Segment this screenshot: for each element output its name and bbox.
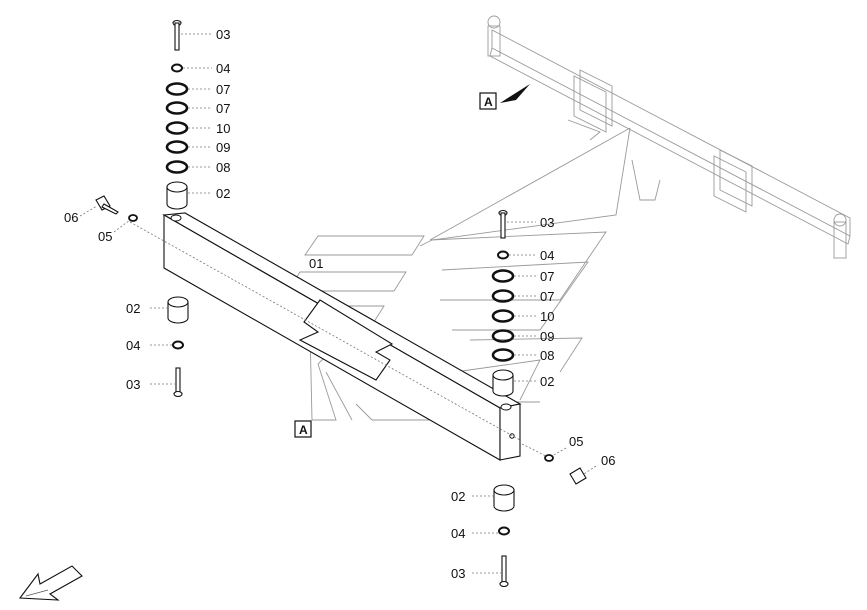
label-02-top-left: 02 [216, 186, 230, 201]
label-01-beam: 01 [309, 256, 323, 271]
label-03-top-right: 03 [540, 215, 554, 230]
label-09-left: 09 [216, 140, 230, 155]
left-upper-stack [165, 19, 212, 210]
label-03-bottom-left: 03 [126, 377, 140, 392]
label-05-right: 05 [569, 434, 583, 449]
label-05-left: 05 [98, 229, 112, 244]
label-08-left: 08 [216, 160, 230, 175]
label-04-top-right: 04 [540, 248, 554, 263]
label-02-top-right: 02 [540, 374, 554, 389]
view-arrow-a-top: A [479, 84, 530, 110]
label-07-b-right: 07 [540, 289, 554, 304]
direction-arrow-icon [18, 565, 83, 601]
right-side-bolt [521, 443, 597, 485]
label-06-right: 06 [601, 453, 615, 468]
view-marker-label: A [484, 95, 493, 109]
label-09-right: 09 [540, 329, 554, 344]
label-03-top-left: 03 [216, 27, 230, 42]
label-10-right: 10 [540, 309, 554, 324]
label-02-bottom-left: 02 [126, 301, 140, 316]
right-upper-stack [491, 209, 536, 397]
beam-part-01 [129, 212, 522, 461]
label-02-bottom-right: 02 [451, 489, 465, 504]
label-06-left: 06 [64, 210, 78, 225]
svg-text:A: A [299, 423, 308, 437]
part-labels: 03 04 07 07 10 09 08 02 06 05 01 02 04 0… [64, 27, 615, 581]
label-08-right: 08 [540, 348, 554, 363]
bolt-03-upper-left [172, 19, 182, 51]
left-side-bolt [79, 195, 138, 233]
label-07-a-right: 07 [540, 269, 554, 284]
label-04-top-left: 04 [216, 61, 230, 76]
right-lower-stack [472, 484, 515, 588]
label-03-bottom-right: 03 [451, 566, 465, 581]
left-lower-stack [150, 296, 189, 398]
crossbar-overview [419, 15, 851, 259]
label-10-left: 10 [216, 121, 230, 136]
view-marker-a-lower: A [294, 420, 312, 438]
label-04-bottom-right: 04 [451, 526, 465, 541]
label-07-b-left: 07 [216, 101, 230, 116]
label-07-a-left: 07 [216, 82, 230, 97]
label-04-bottom-left: 04 [126, 338, 140, 353]
view-marker-box [479, 92, 497, 110]
